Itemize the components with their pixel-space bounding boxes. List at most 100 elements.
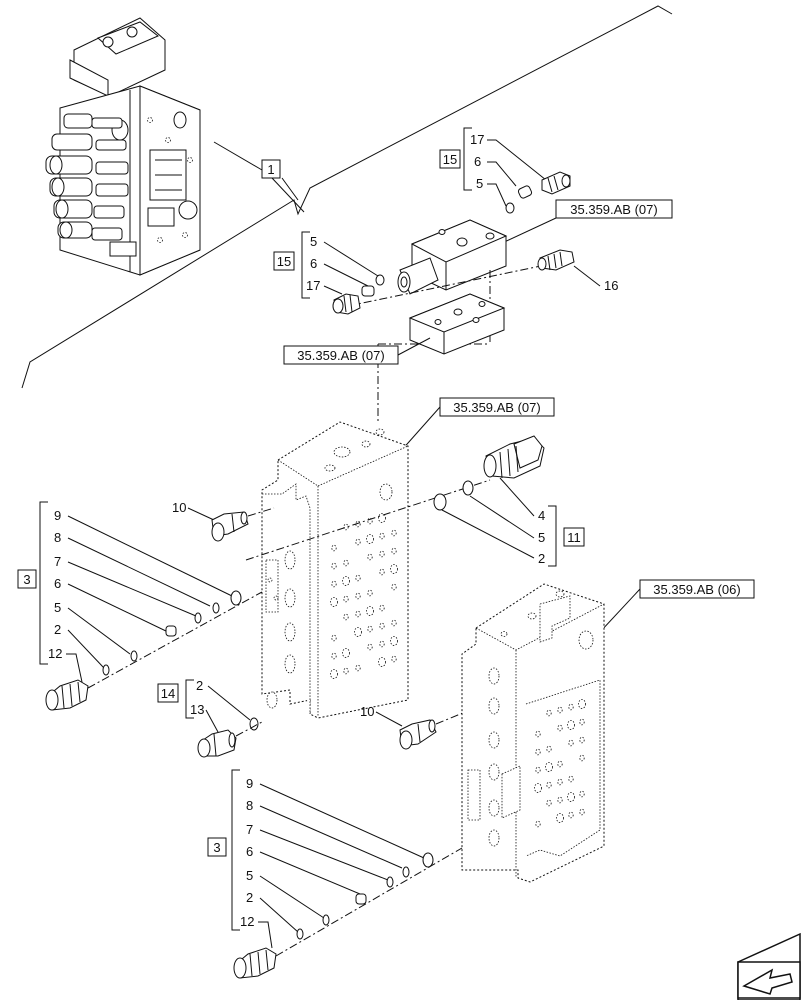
inset-break-line: [21, 5, 673, 389]
callout-14-box: [157, 683, 179, 703]
part-17-plug-upper: [541, 171, 571, 195]
part-16-plug: [537, 249, 575, 271]
port-hole: [557, 706, 563, 714]
port-hole: [355, 574, 361, 582]
port-hole: [535, 748, 541, 756]
callout-1-label: 1: [267, 162, 274, 177]
port-hole: [379, 640, 385, 648]
port-hole: [391, 619, 397, 627]
part-5-oring-upper-3: [130, 650, 138, 662]
port-hole: [546, 781, 552, 789]
port-hole: [579, 790, 585, 798]
part-label-2-14: 2: [196, 678, 203, 693]
port-hole: [568, 703, 574, 711]
port-hole: [355, 610, 361, 618]
port-hole: [579, 808, 585, 816]
part-5-oring-11: [462, 480, 474, 496]
port-hole: [343, 559, 349, 567]
callout-3-box-lower: [207, 837, 227, 857]
part-5-oring-middle: [375, 274, 385, 286]
part-12-valve-lower: [233, 947, 277, 979]
part-label-7-upper: 7: [54, 554, 61, 569]
port-hole: [330, 669, 338, 679]
part-label-5-lower: 5: [246, 868, 253, 883]
port-hole: [545, 762, 553, 772]
part-7-oring-lower: [386, 876, 394, 888]
port-hole: [546, 799, 552, 807]
port-hole: [331, 580, 337, 588]
port-hole: [343, 667, 349, 675]
part-label-17-middle: 17: [306, 278, 320, 293]
port-hole: [391, 547, 397, 555]
port-hole: [342, 648, 350, 658]
valve-section-block-07-ports: [330, 513, 398, 679]
part-12-valve-upper: [45, 679, 89, 711]
part-label-12-lower: 12: [240, 914, 254, 929]
part-label-5-11: 5: [538, 530, 545, 545]
part-8-oring-lower: [402, 866, 410, 878]
callout-15-label-upper: 15: [443, 152, 457, 167]
part-2-oring-lower: [296, 928, 304, 940]
port-hole: [546, 709, 552, 717]
port-hole: [568, 811, 574, 819]
part-2-oring-11: [433, 493, 447, 511]
port-hole: [557, 796, 563, 804]
port-hole: [355, 664, 361, 672]
callout-1-box: [261, 159, 281, 179]
callout-15-label-middle: 15: [277, 254, 291, 269]
port-hole: [367, 553, 373, 561]
part-label-2-lower: 2: [246, 890, 253, 905]
ref-top-label: 35.359.AB (07): [570, 202, 657, 217]
port-hole: [534, 783, 542, 793]
port-hole: [557, 760, 563, 768]
cover-block-upper: [397, 219, 508, 295]
port-hole: [367, 625, 373, 633]
part-label-17-upper: 17: [470, 132, 484, 147]
part-4-relief-valve: [483, 435, 545, 479]
port-hole: [331, 562, 337, 570]
part-9-cap-upper: [230, 590, 242, 606]
port-hole: [579, 736, 585, 744]
port-hole: [366, 534, 374, 544]
ref-block-label: 35.359.AB (07): [453, 400, 540, 415]
callout-15-box-middle: [273, 251, 295, 271]
port-hole: [567, 792, 575, 802]
part-label-13: 13: [190, 702, 204, 717]
port-hole: [379, 568, 385, 576]
port-hole: [557, 724, 563, 732]
port-hole: [331, 652, 337, 660]
port-hole: [391, 529, 397, 537]
port-hole: [343, 595, 349, 603]
port-hole: [567, 720, 575, 730]
port-hole: [378, 657, 386, 667]
port-hole: [379, 604, 385, 612]
control-valve-assembly-inset: [45, 17, 201, 276]
part-label-5-upper-3: 5: [54, 600, 61, 615]
ref-right-label: 35.359.AB (06): [653, 582, 740, 597]
port-hole: [355, 592, 361, 600]
callout-14-label: 14: [161, 686, 175, 701]
port-hole: [367, 589, 373, 597]
valve-section-block-06-ports: [534, 699, 586, 828]
port-hole: [391, 655, 397, 663]
part-8-oring-upper: [212, 602, 220, 614]
part-label-6-middle: 6: [310, 256, 317, 271]
port-hole: [557, 778, 563, 786]
part-label-5-upper: 5: [476, 176, 483, 191]
part-label-8-upper: 8: [54, 530, 61, 545]
part-6-orifice-upper: [517, 185, 533, 199]
part-10-plug-lower: [399, 719, 437, 750]
part-2-oring-upper-3: [102, 664, 110, 676]
callout-3-label-lower: 3: [213, 840, 220, 855]
callout-11-label: 11: [567, 530, 581, 545]
port-hole: [367, 643, 373, 651]
part-5-oring-lower: [322, 914, 330, 926]
valve-section-block-07: [261, 421, 409, 719]
port-hole: [343, 523, 349, 531]
part-label-4: 4: [538, 508, 545, 523]
port-hole: [579, 754, 585, 762]
port-hole: [535, 730, 541, 738]
arrow-next-page-icon[interactable]: [737, 932, 801, 1000]
part-5-oring-upper: [505, 202, 515, 214]
